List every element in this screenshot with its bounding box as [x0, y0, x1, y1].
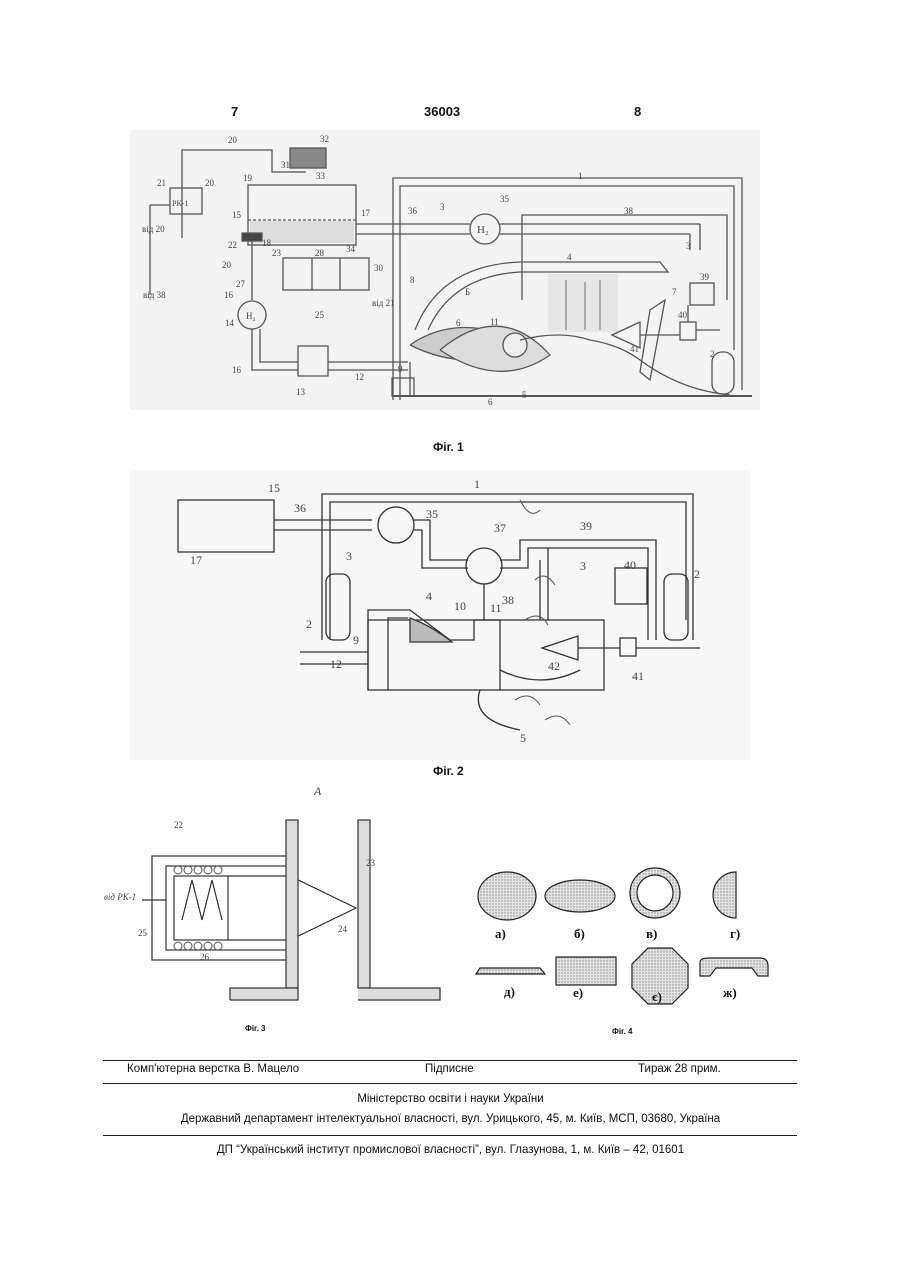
fig4-label-g: г)	[730, 926, 740, 942]
footer-rule-top	[103, 1060, 797, 1061]
fig4-label-b: б)	[574, 926, 585, 942]
fig4-label-v: в)	[646, 926, 657, 942]
fig4-label-e: е)	[573, 985, 583, 1001]
footer-layout: Комп'ютерна верстка В. Мацело	[127, 1063, 299, 1075]
footer-institute: ДП “Український інститут промислової вла…	[0, 1144, 901, 1156]
fig4-label-ye: є)	[652, 989, 662, 1005]
fig4-label-zh: ж)	[723, 985, 737, 1001]
fig4-caption: Фіг. 4	[612, 1027, 632, 1036]
footer-department: Державний департамент інтелектуальної вл…	[0, 1113, 901, 1125]
footer-circulation: Тираж 28 прим.	[638, 1063, 721, 1075]
fig4-label-d: д)	[504, 984, 515, 1000]
footer-rule-bottom	[103, 1135, 797, 1136]
footer-rule-mid	[103, 1083, 797, 1084]
footer-signed: Підписне	[425, 1063, 474, 1075]
fig4-label-a: а)	[495, 926, 506, 942]
footer-ministry: Міністерство освіти і науки України	[0, 1093, 901, 1105]
